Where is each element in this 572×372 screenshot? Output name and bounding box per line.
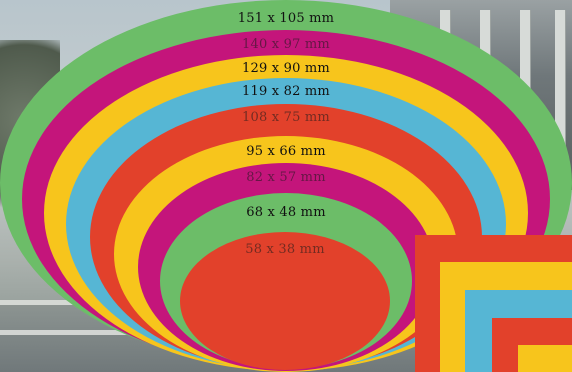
size-label: 151 x 105 mm bbox=[237, 11, 335, 26]
size-label: 95 x 66 mm bbox=[246, 144, 326, 159]
corner-stripe bbox=[518, 345, 572, 372]
size-label: 82 x 57 mm bbox=[246, 170, 326, 185]
size-label: 129 x 90 mm bbox=[242, 61, 330, 76]
size-label: 119 x 82 mm bbox=[242, 84, 330, 99]
background-column bbox=[555, 10, 565, 190]
size-ring: 58 x 38 mm bbox=[180, 232, 390, 370]
size-label: 140 x 97 mm bbox=[242, 37, 330, 52]
size-label: 108 x 75 mm bbox=[242, 110, 330, 125]
size-label: 68 x 48 mm bbox=[246, 205, 326, 220]
size-label: 58 x 38 mm bbox=[245, 242, 325, 257]
